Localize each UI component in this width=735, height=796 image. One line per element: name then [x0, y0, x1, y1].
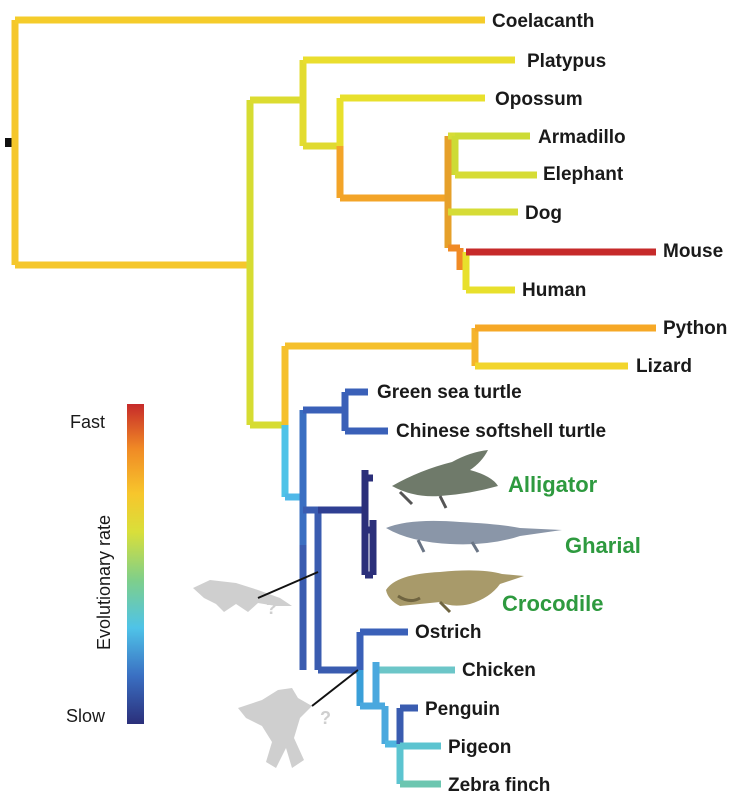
label-mouse: Mouse [663, 241, 723, 262]
ancestor-reptile-pointer [258, 572, 318, 598]
gharial-illustration [386, 521, 562, 552]
gharial-body [386, 521, 562, 544]
ancestral-bird-silhouette: ? [238, 670, 358, 768]
label-lizard: Lizard [636, 356, 692, 377]
label-elephant: Elephant [543, 164, 624, 185]
rate-color-bar [127, 404, 144, 724]
ancestor-bird-shape [238, 688, 312, 768]
legend-slow-label: Slow [66, 706, 106, 726]
label-chinese-softshell-turtle: Chinese softshell turtle [396, 421, 606, 442]
label-coelacanth: Coelacanth [492, 11, 594, 32]
label-platypus: Platypus [527, 51, 606, 72]
label-green-sea-turtle: Green sea turtle [377, 382, 522, 403]
rate-legend: Fast Slow Evolutionary rate [66, 404, 144, 726]
alligator-illustration [392, 450, 498, 508]
label-dog: Dog [525, 203, 562, 224]
label-crocodile: Crocodile [502, 591, 603, 616]
label-penguin: Penguin [425, 699, 500, 720]
label-chicken: Chicken [462, 660, 536, 681]
ancestor-reptile-shape [193, 580, 292, 612]
ancestral-archosaur-silhouette: ? [193, 572, 318, 618]
ancestor-bird-question: ? [320, 708, 331, 728]
legend-fast-label: Fast [70, 412, 105, 432]
label-armadillo: Armadillo [538, 127, 626, 148]
label-ostrich: Ostrich [415, 622, 482, 643]
label-gharial: Gharial [565, 533, 641, 558]
tip-labels: Coelacanth Platypus Opossum Armadillo El… [377, 11, 727, 796]
label-opossum: Opossum [495, 89, 583, 110]
ancestor-reptile-question: ? [266, 598, 277, 618]
alligator-body [392, 450, 498, 496]
label-pigeon: Pigeon [448, 737, 511, 758]
label-zebra-finch: Zebra finch [448, 775, 550, 796]
legend-title: Evolutionary rate [94, 515, 114, 650]
label-human: Human [522, 280, 586, 301]
label-python: Python [663, 318, 727, 339]
root-marker [5, 138, 12, 147]
label-alligator: Alligator [508, 472, 598, 497]
ancestor-bird-pointer [312, 670, 358, 706]
